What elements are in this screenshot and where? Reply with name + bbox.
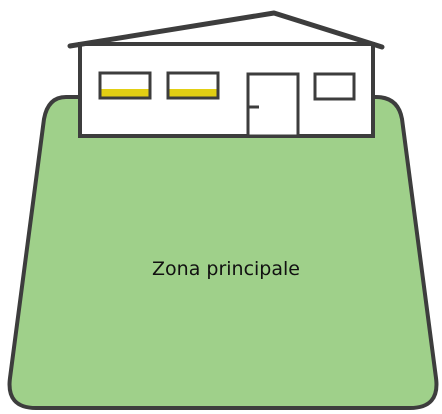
- zone-label: Zona principale: [152, 258, 300, 280]
- door-icon: [246, 72, 300, 138]
- main-zone-area: [7, 95, 439, 410]
- lit-window-icon: [166, 71, 220, 100]
- window-icon: [313, 72, 356, 101]
- house-icon: [67, 10, 385, 138]
- lit-window-icon: [98, 71, 152, 100]
- house-roof: [67, 10, 385, 50]
